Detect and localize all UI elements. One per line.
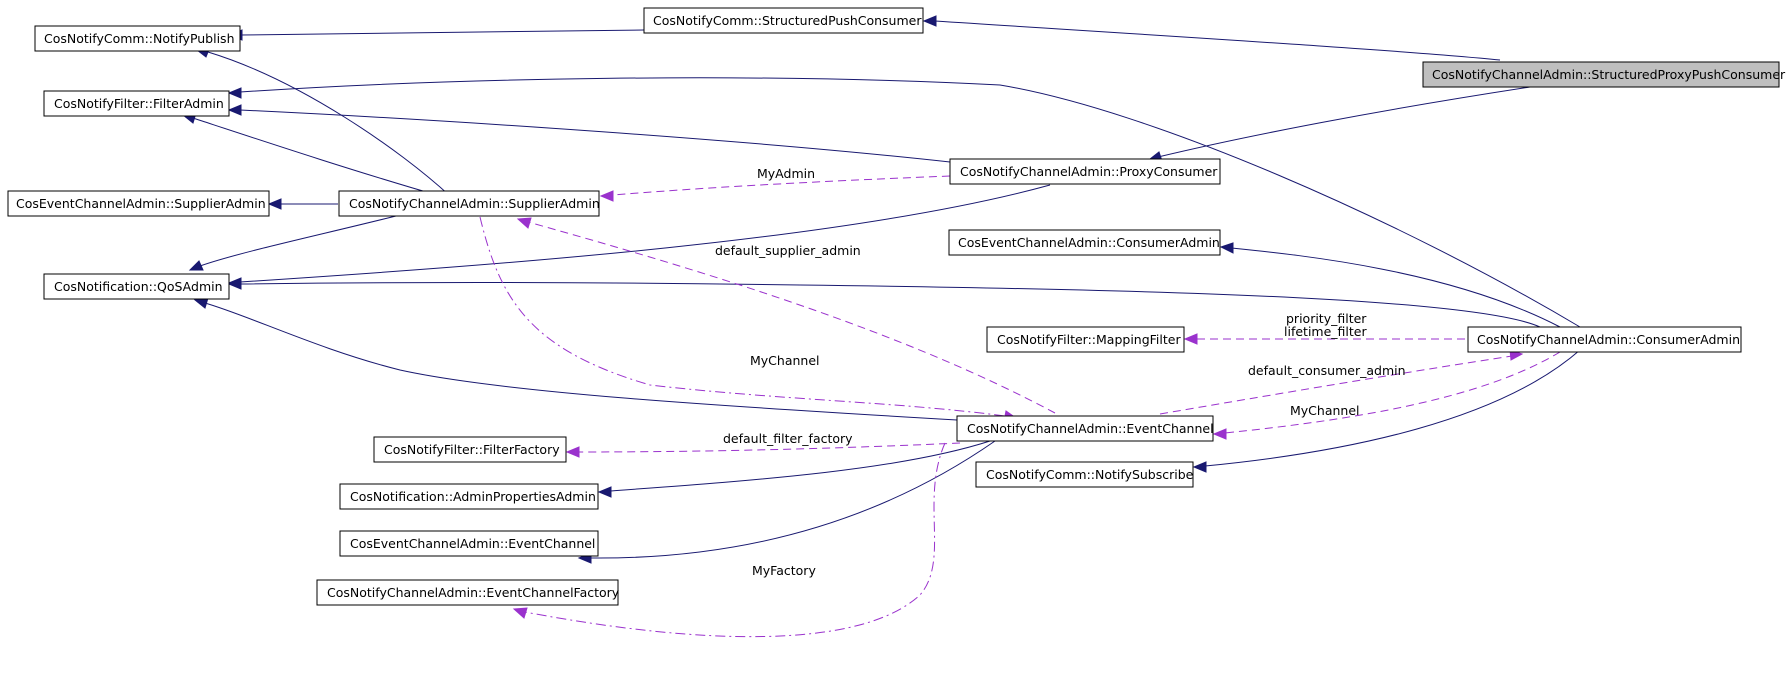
arrowhead-qosadmin-a [188, 260, 204, 271]
edge-mychannel-supplier [479, 216, 1006, 417]
edge-labels: MyAdmin default_supplier_admin priority_… [715, 166, 1406, 578]
node-label: CosNotifyChannelAdmin::EventChannel [967, 421, 1214, 436]
edge-supplieradmin-to-qosadmin [199, 214, 401, 267]
arrowhead-mapping-filters [1183, 333, 1198, 345]
node-supplier-admin[interactable]: CosNotifyChannelAdmin::SupplierAdmin [338, 190, 600, 217]
node-label: CosNotifyChannelAdmin::EventChannelFacto… [327, 585, 620, 600]
node-label: CosNotifyChannelAdmin::StructuredProxyPu… [1432, 67, 1786, 82]
arrowhead-notifysubscribe [1192, 461, 1207, 473]
node-filter-admin[interactable]: CosNotifyFilter::FilterAdmin [43, 90, 230, 117]
node-mapping-filter[interactable]: CosNotifyFilter::MappingFilter [986, 326, 1185, 353]
edges [181, 15, 1581, 638]
node-label: CosEventChannelAdmin::SupplierAdmin [16, 196, 266, 211]
edge-mychannel-consumer [1224, 351, 1561, 434]
node-label: CosNotifyFilter::MappingFilter [997, 332, 1181, 347]
edge-supplieradmin-to-notifypublish [207, 51, 451, 197]
arrowhead-filteradmin-a [227, 87, 242, 99]
label-my-channel-supplier: MyChannel [750, 353, 820, 368]
node-qos-admin[interactable]: CosNotification::QoSAdmin [43, 273, 230, 300]
edge-eventchannel-to-adminpropertiesadmin [609, 440, 991, 492]
node-notify-subscribe[interactable]: CosNotifyComm::NotifySubscribe [975, 461, 1194, 488]
node-event-channel[interactable]: CosNotifyChannelAdmin::EventChannel [956, 415, 1214, 442]
node-admin-properties-admin[interactable]: CosNotification::AdminPropertiesAdmin [339, 483, 599, 510]
node-label: CosNotifyFilter::FilterFactory [384, 442, 560, 457]
label-default-filter-factory: default_filter_factory [723, 431, 853, 446]
edge-consumeradmin-to-eventconsumeradmin [1231, 247, 1561, 328]
node-label: CosNotification::QoSAdmin [54, 279, 223, 294]
label-priority-filter: priority_filter [1286, 311, 1367, 326]
label-default-consumer-admin: default_consumer_admin [1248, 363, 1406, 378]
node-label: CosNotification::AdminPropertiesAdmin [350, 489, 596, 504]
arrowhead-mychannel-consumer [1212, 428, 1227, 440]
edge-default-consumer-admin [1159, 355, 1513, 415]
arrowhead-eventsupplieradmin [267, 198, 282, 210]
node-event-consumer-admin[interactable]: CosEventChannelAdmin::ConsumerAdmin [948, 229, 1221, 256]
label-my-admin: MyAdmin [757, 166, 815, 181]
node-filter-factory[interactable]: CosNotifyFilter::FilterFactory [373, 436, 567, 463]
node-consumer-admin[interactable]: CosNotifyChannelAdmin::ConsumerAdmin [1467, 326, 1742, 353]
label-my-factory: MyFactory [752, 563, 816, 578]
arrowhead-spc [922, 15, 937, 27]
arrowhead-default-filter-factory [565, 446, 580, 458]
node-proxy-consumer[interactable]: CosNotifyChannelAdmin::ProxyConsumer [949, 158, 1221, 185]
edge-default-filter-factory [577, 442, 961, 453]
node-label: CosNotifyComm::StructuredPushConsumer [653, 13, 922, 28]
label-lifetime-filter: lifetime_filter [1284, 324, 1367, 339]
edge-myfactory [524, 442, 946, 638]
node-structured-proxy-push-consumer[interactable]: CosNotifyChannelAdmin::StructuredProxyPu… [1422, 61, 1786, 88]
node-label: CosEventChannelAdmin::ConsumerAdmin [958, 235, 1220, 250]
nodes: CosNotifyComm::NotifyPublish CosNotifyCo… [7, 7, 1786, 606]
edge-spc-to-notifypublish [239, 29, 645, 36]
node-event-event-channel[interactable]: CosEventChannelAdmin::EventChannel [339, 530, 599, 557]
arrowhead-myfactory [512, 607, 528, 619]
arrowhead-eventconsumeradmin [1219, 242, 1234, 254]
arrowhead-filteradmin-b [227, 104, 242, 116]
edge-consumeradmin-to-qosadmin [239, 282, 1541, 328]
edge-default-supplier-admin [527, 221, 1056, 414]
edge-eventchannel-to-qosadmin [204, 302, 958, 421]
label-my-channel-consumer: MyChannel [1290, 403, 1360, 418]
node-event-channel-factory[interactable]: CosNotifyChannelAdmin::EventChannelFacto… [316, 579, 620, 606]
label-default-supplier-admin: default_supplier_admin [715, 243, 861, 258]
edge-sppc-to-proxyconsumer [1157, 86, 1531, 158]
node-label: CosNotifyFilter::FilterAdmin [54, 96, 224, 111]
edge-consumeradmin-to-filteradmin [239, 77, 1581, 328]
node-label: CosNotifyChannelAdmin::ProxyConsumer [960, 164, 1218, 179]
edge-sppc-to-spc [934, 20, 1501, 61]
edge-eventchannel-to-eventeventchannel [589, 440, 996, 559]
edge-supplieradmin-to-filteradmin [192, 117, 441, 197]
node-notify-publish[interactable]: CosNotifyComm::NotifyPublish [34, 25, 241, 52]
node-structured-push-consumer[interactable]: CosNotifyComm::StructuredPushConsumer [643, 7, 924, 34]
edge-myadmin [611, 175, 951, 196]
edge-proxyconsumer-to-qosadmin [239, 184, 1051, 283]
node-label: CosNotifyComm::NotifySubscribe [986, 467, 1194, 482]
node-label: CosNotifyChannelAdmin::ConsumerAdmin [1477, 332, 1740, 347]
arrowhead-default-supplier-admin [516, 217, 532, 229]
arrowhead-myadmin [599, 190, 614, 202]
edge-consumeradmin-to-notifysubscribe [1204, 349, 1581, 467]
node-label: CosNotifyComm::NotifyPublish [44, 31, 235, 46]
arrowhead-adminpropertiesadmin [597, 486, 612, 498]
arrowhead-qosadmin-c [227, 278, 242, 290]
node-label: CosNotifyChannelAdmin::SupplierAdmin [349, 196, 600, 211]
node-label: CosEventChannelAdmin::EventChannel [350, 536, 595, 551]
edge-proxyconsumer-to-filteradmin [239, 109, 951, 163]
node-event-supplier-admin[interactable]: CosEventChannelAdmin::SupplierAdmin [7, 190, 270, 217]
